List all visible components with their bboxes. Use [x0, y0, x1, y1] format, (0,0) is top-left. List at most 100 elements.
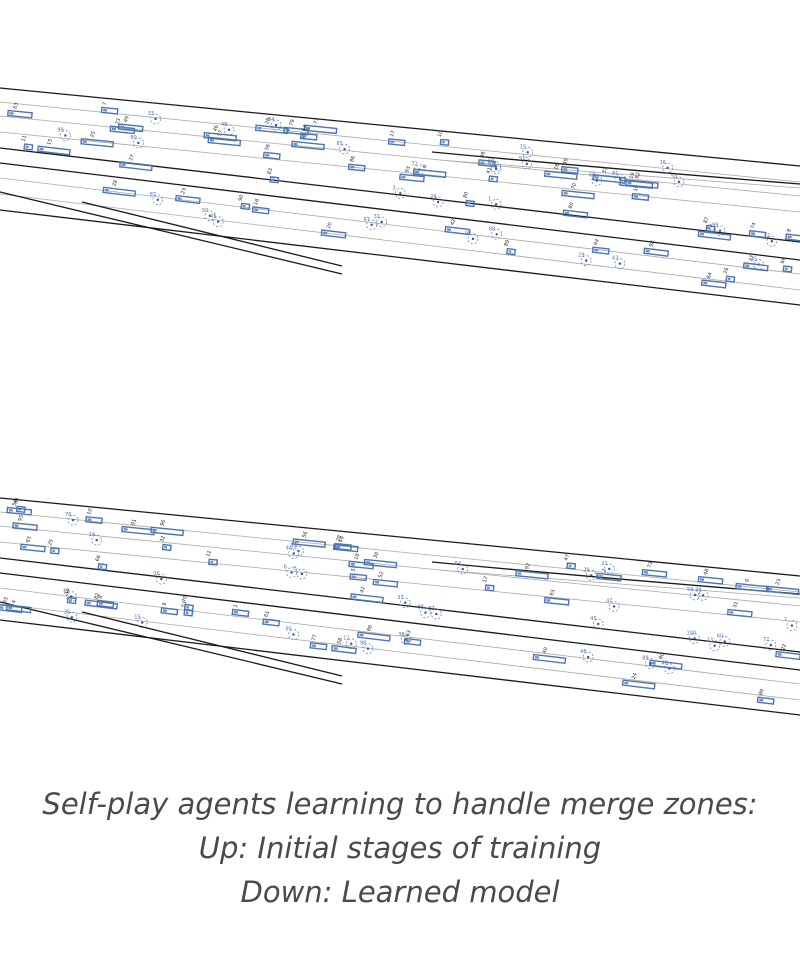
agent: 50: [671, 174, 685, 188]
vehicle-marker: [205, 134, 210, 137]
agent-id-label: 35: [751, 257, 757, 263]
vehicle-box: [118, 161, 153, 172]
agent: 20: [320, 222, 347, 239]
agent-vehicle: [356, 631, 391, 642]
agent-vehicle: [619, 179, 654, 190]
agent: 8: [96, 595, 115, 609]
agent: 9: [735, 578, 769, 593]
agent: 10: [84, 508, 103, 525]
agent: 76: [65, 512, 79, 526]
agent-id-label: 42: [450, 218, 458, 226]
agent-id-label: 8: [786, 228, 793, 233]
agent-pedestrian-circle: [490, 163, 502, 175]
agent: 7: [100, 101, 119, 115]
vehicle-box: [347, 163, 366, 172]
exit-ramp-edge-inner: [81, 201, 343, 267]
agent-pedestrian-circle: [522, 146, 534, 158]
vehicle-box: [514, 569, 549, 580]
vehicle-box: [7, 109, 33, 119]
vehicle-marker: [651, 661, 656, 665]
agent-vehicle: [643, 247, 670, 257]
agent-id-label: 95: [17, 514, 25, 522]
agent-vehicle: [334, 542, 353, 551]
agent-pedestrian-circle: [212, 216, 224, 228]
vehicle-box: [292, 538, 327, 548]
agent-pedestrian-dot: [208, 214, 212, 218]
agent-id-label: 6: [284, 565, 287, 571]
vehicle-box: [387, 138, 406, 147]
vehicle-box: [372, 578, 399, 588]
agent-vehicle: [183, 603, 194, 612]
vehicle-marker: [302, 134, 307, 138]
agent-vehicle: [19, 543, 46, 553]
vehicle-marker: [186, 606, 190, 609]
agent: 48: [697, 568, 724, 585]
agent: 64: [299, 124, 318, 141]
agent-vehicle: [6, 506, 33, 516]
agent-id-label: 50: [671, 174, 677, 180]
agent-id-label: 87: [428, 606, 434, 612]
agent-pedestrian-circle: [366, 219, 378, 231]
vehicle-marker: [508, 250, 512, 253]
agent: 35: [64, 609, 78, 623]
agent-pedestrian-circle: [697, 589, 709, 601]
agent: 66: [488, 161, 502, 175]
agent-id-label: 57: [217, 129, 225, 137]
vehicle-box: [269, 176, 280, 184]
vehicle-marker: [707, 227, 711, 230]
agent-id-label: 45: [590, 616, 596, 622]
agent: 46: [203, 124, 238, 142]
agent-id-label: 49: [123, 115, 131, 123]
vehicle-marker: [563, 168, 568, 171]
vehicle-box: [785, 233, 800, 242]
agent: 75: [697, 223, 732, 241]
agent: 55: [0, 596, 23, 614]
agent: 23: [765, 578, 800, 596]
vehicle-marker: [39, 147, 44, 151]
vehicle-marker: [311, 644, 317, 648]
agent-pedestrian-dot: [597, 622, 600, 626]
agent-vehicle: [705, 224, 716, 233]
agent: 87: [428, 606, 442, 620]
vehicle-marker: [210, 560, 214, 564]
agent-vehicle: [96, 599, 115, 609]
agent: 97: [519, 156, 533, 170]
agent-id-label: 46: [661, 661, 667, 667]
agent-id-label: 70: [181, 595, 189, 603]
vehicle-box: [102, 186, 137, 197]
agent-id-label: 31: [732, 601, 740, 609]
agent: 42: [349, 586, 384, 604]
agent: 90: [238, 194, 251, 211]
agent-id-label: 29: [578, 253, 584, 259]
vehicle-box: [543, 596, 570, 606]
vehicle-marker: [446, 228, 452, 231]
agent-id-label: 17: [389, 130, 397, 138]
agent-pedestrian-circle: [204, 210, 216, 222]
vehicle-marker: [352, 595, 357, 599]
vehicle-marker: [787, 235, 792, 239]
agent-id-label: 58: [479, 151, 487, 159]
agent: 23: [174, 187, 201, 205]
agent-id-label: 99: [57, 128, 63, 134]
agent-pedestrian-dot: [586, 655, 590, 659]
vehicle-marker: [621, 181, 626, 185]
agent-pedestrian-circle: [67, 514, 79, 526]
agent-pedestrian-circle: [65, 591, 77, 603]
vehicle-marker: [254, 208, 259, 212]
road-edge-bottom: [0, 619, 800, 716]
agent-id-label: 11: [205, 550, 213, 558]
agent-id-label: 75: [707, 223, 715, 231]
agent-id-label: 13: [707, 638, 713, 644]
agent-id-label: 23: [180, 187, 188, 195]
vehicle-marker: [359, 633, 364, 637]
agent: 21: [601, 561, 615, 575]
vehicle-box: [697, 575, 724, 585]
vehicle-marker: [164, 546, 168, 549]
agent: 93: [543, 589, 570, 606]
agent-id-label: 20: [326, 222, 334, 230]
vehicle-marker: [120, 125, 125, 129]
vehicle-marker: [729, 610, 734, 614]
agent-vehicle: [756, 696, 775, 705]
agent: 83: [19, 536, 46, 553]
agent-id-label: 5: [294, 566, 297, 572]
